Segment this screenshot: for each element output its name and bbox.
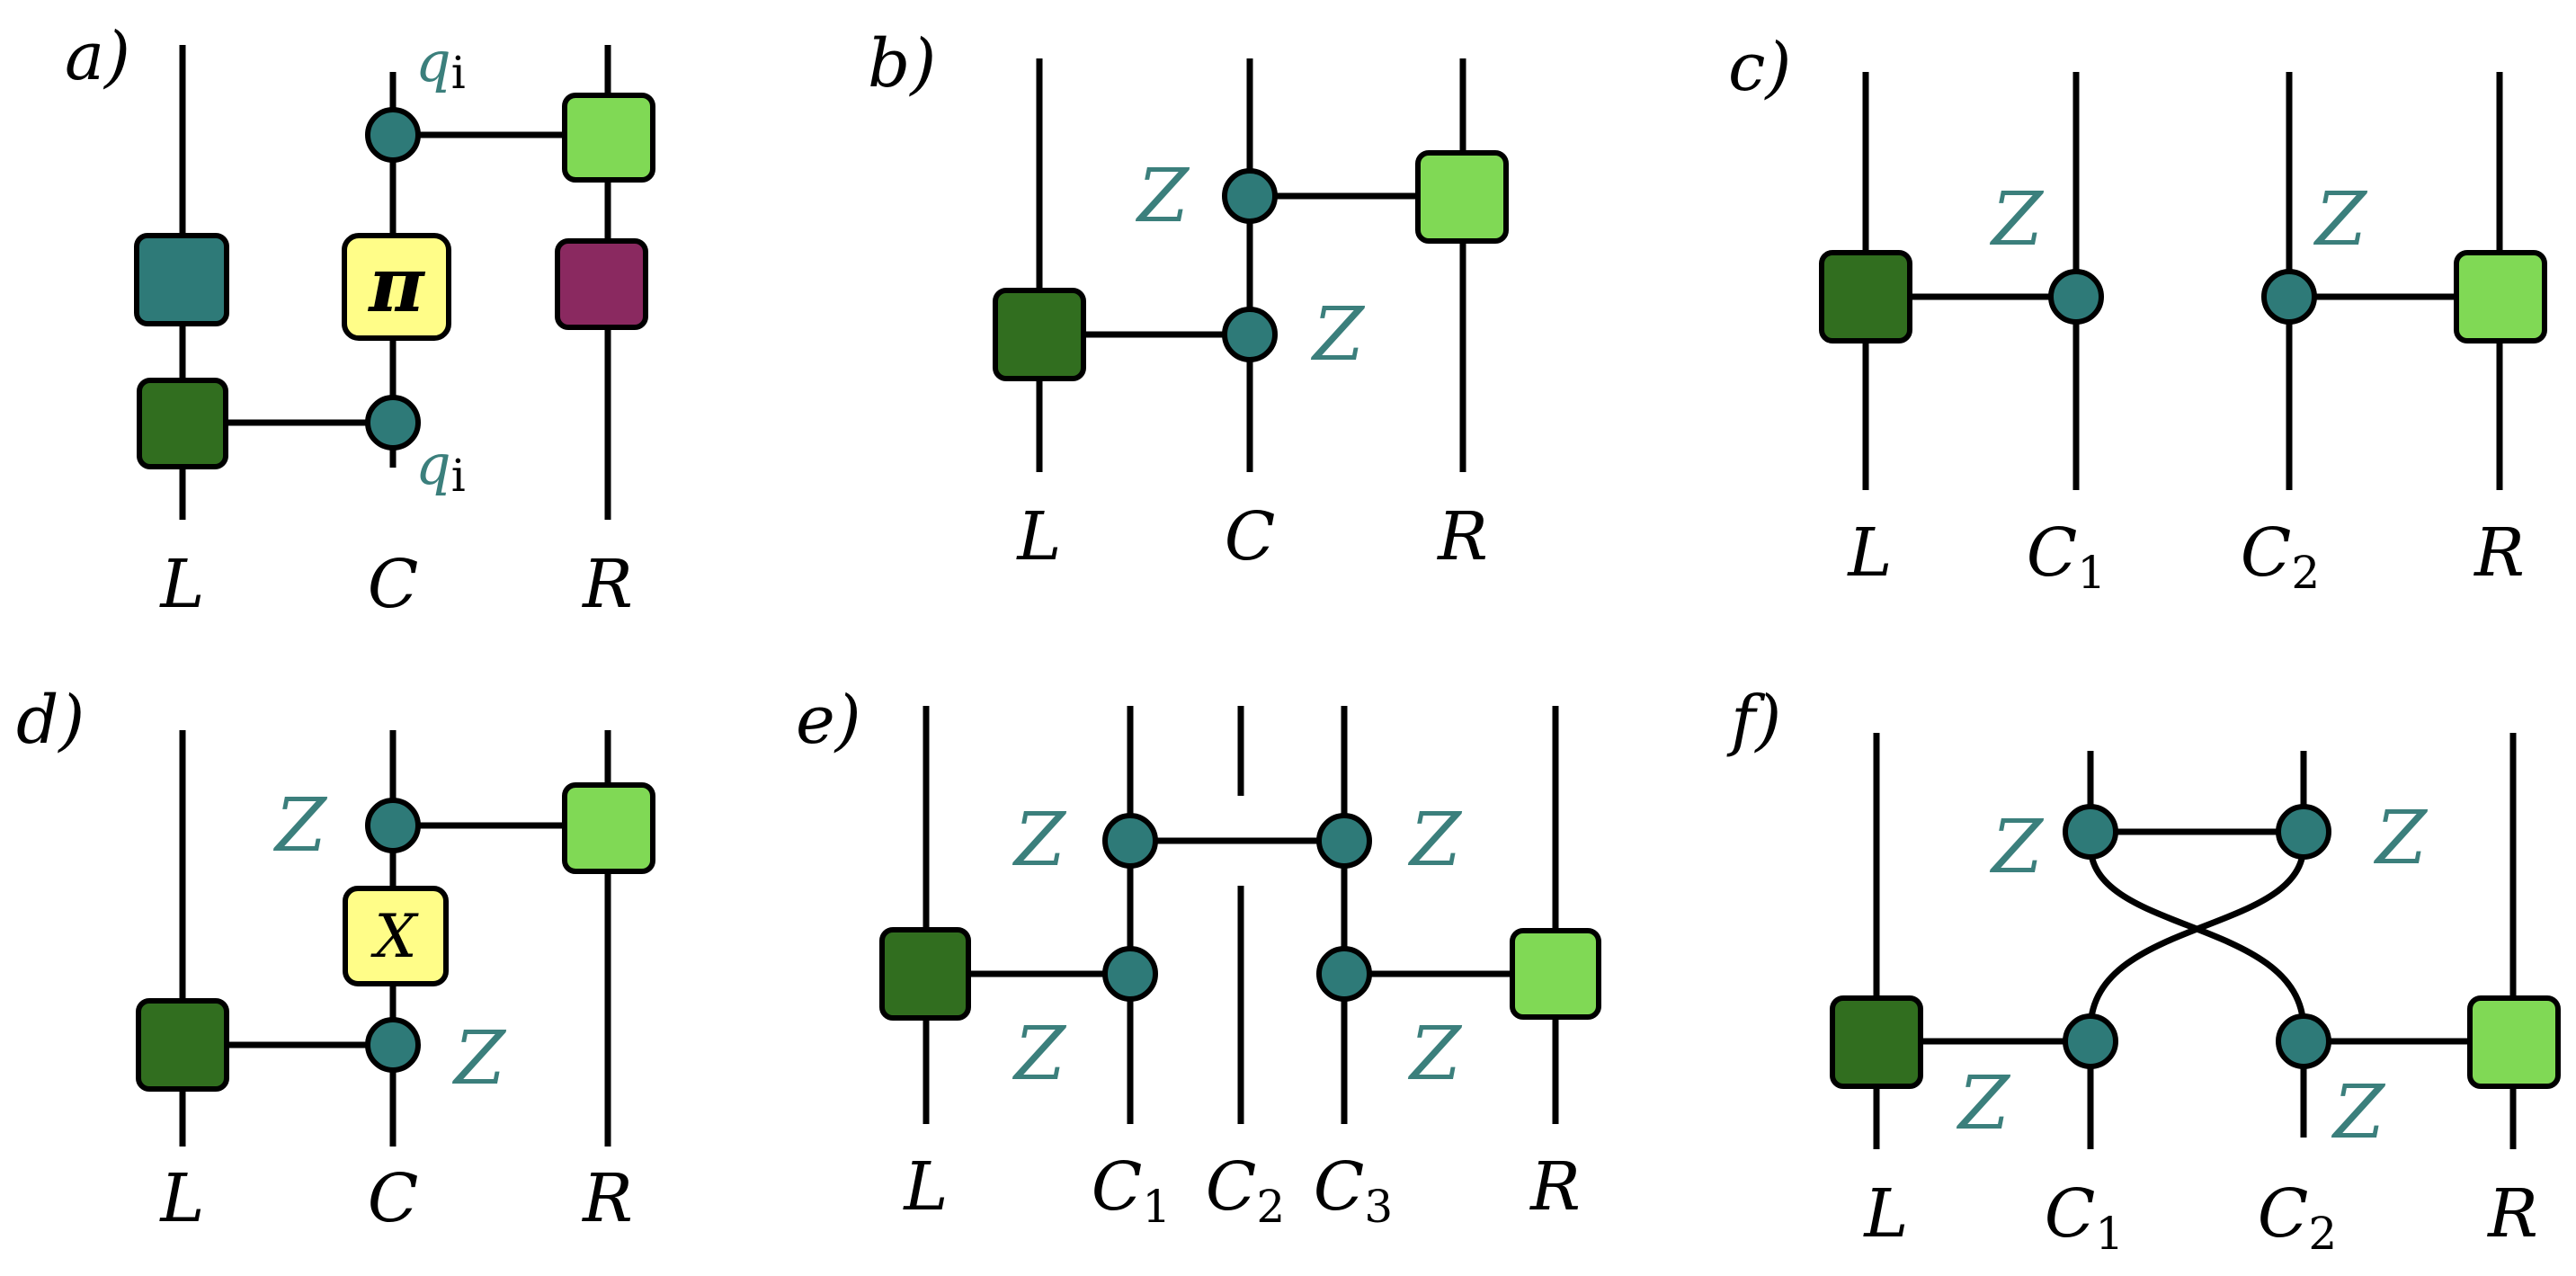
yellow-box [343, 886, 449, 986]
panel-label-f: f) [1726, 682, 1781, 759]
wire-label-r: R [2473, 514, 2525, 592]
light-green-box [562, 782, 655, 874]
node-c1-top [1102, 813, 1158, 869]
wire-label-c3: C3 [1314, 1148, 1393, 1233]
node-bottom [365, 395, 421, 451]
z-label-top-right: Z [1407, 798, 1463, 883]
dark-green-box [879, 927, 971, 1021]
panel-e: e) Z Z Z Z L C1 C2 C3 R [796, 682, 1601, 1233]
dark-green-box [1830, 995, 1923, 1089]
z-label-bottom: Z [1310, 292, 1366, 378]
panel-d: d) X Z Z L C R [16, 682, 655, 1237]
z-label-right: Z [2313, 177, 2368, 263]
wire-label-c1: C1 [2027, 514, 2106, 599]
wire-label-l: L [1015, 498, 1061, 576]
crossing-wire-2 [2087, 844, 2307, 1031]
light-green-box [1510, 928, 1601, 1020]
node-bottom [365, 1017, 421, 1073]
purple-box [555, 238, 648, 330]
panel-f: f) Z Z Z Z L C1 C2 R [1726, 682, 2561, 1260]
panel-label-d: d) [16, 682, 85, 759]
z-label-top-right: Z [2373, 796, 2429, 881]
light-green-box [1415, 150, 1509, 244]
light-green-box [2467, 995, 2561, 1089]
wire-label-c2: C2 [2258, 1175, 2337, 1260]
wire-label-c2: C2 [1206, 1148, 1285, 1233]
node-c3-bottom [1316, 946, 1372, 1002]
crossing-wire-1 [2087, 844, 2307, 1031]
wire-label-c: C [368, 546, 419, 623]
light-green-box [562, 93, 655, 183]
z-label-bottom-right: Z [2331, 1070, 2386, 1156]
z-label-bottom-left: Z [1012, 1012, 1067, 1097]
node-top [365, 107, 421, 163]
z-label-top-left: Z [1989, 805, 2045, 890]
q-label-top: qi [415, 29, 466, 99]
wire-label-r: R [1529, 1148, 1581, 1226]
node-c2-top [2276, 804, 2331, 860]
node-c2-bottom [2276, 1013, 2331, 1069]
panel-a: a) π qi qi L C R [65, 18, 655, 623]
node-bottom [1222, 307, 1278, 362]
z-label-bottom-left: Z [1956, 1061, 2011, 1147]
z-label-top: Z [1135, 154, 1190, 239]
wire-label-c: C [1225, 498, 1276, 576]
wire-label-r: R [581, 546, 633, 623]
panel-label-b: b) [868, 25, 936, 103]
panel-c: c) Z Z L C1 C2 R [1728, 29, 2547, 599]
wire-label-c: C [368, 1160, 419, 1237]
wire-label-l: L [1862, 1175, 1908, 1253]
z-label-left: Z [1989, 177, 2045, 263]
node-c1-bottom [1102, 946, 1158, 1002]
wire-label-r: R [2486, 1175, 2538, 1253]
dark-green-box [993, 288, 1086, 381]
box-symbol: X [370, 902, 420, 971]
wire-label-c1: C1 [1092, 1148, 1171, 1233]
node-left [2048, 269, 2104, 325]
q-label-bottom: qi [415, 432, 466, 502]
wire-label-r: R [1436, 498, 1488, 576]
node-c3-top [1316, 813, 1372, 869]
wire-label-l: L [158, 546, 204, 623]
panel-label-a: a) [65, 18, 130, 95]
z-label-bottom-right: Z [1407, 1012, 1463, 1097]
dark-green-box [1819, 250, 1912, 344]
panel-label-c: c) [1728, 29, 1791, 106]
dark-green-box [137, 378, 228, 469]
panel-label-e: e) [796, 682, 861, 759]
wire-label-l: L [1846, 514, 1892, 592]
wire-label-r: R [581, 1160, 633, 1237]
wire-label-l: L [902, 1148, 948, 1226]
z-label-top: Z [272, 783, 328, 869]
dark-green-box [136, 998, 229, 1092]
light-green-box [2454, 250, 2547, 344]
panel-b: b) Z Z L C R [868, 25, 1509, 576]
wire-label-c1: C1 [2045, 1175, 2124, 1260]
teal-box [134, 233, 229, 326]
node-c1-bottom [2063, 1013, 2118, 1069]
node-top [1222, 168, 1278, 224]
wire-label-l: L [158, 1160, 204, 1237]
wire-label-c2: C2 [2241, 514, 2320, 599]
node-top [365, 798, 421, 853]
yellow-box [342, 233, 451, 341]
box-symbol: π [367, 240, 425, 329]
z-label-top-left: Z [1012, 798, 1067, 883]
z-label-bottom: Z [451, 1016, 507, 1102]
node-right [2261, 269, 2317, 325]
node-c1-top [2063, 804, 2118, 860]
